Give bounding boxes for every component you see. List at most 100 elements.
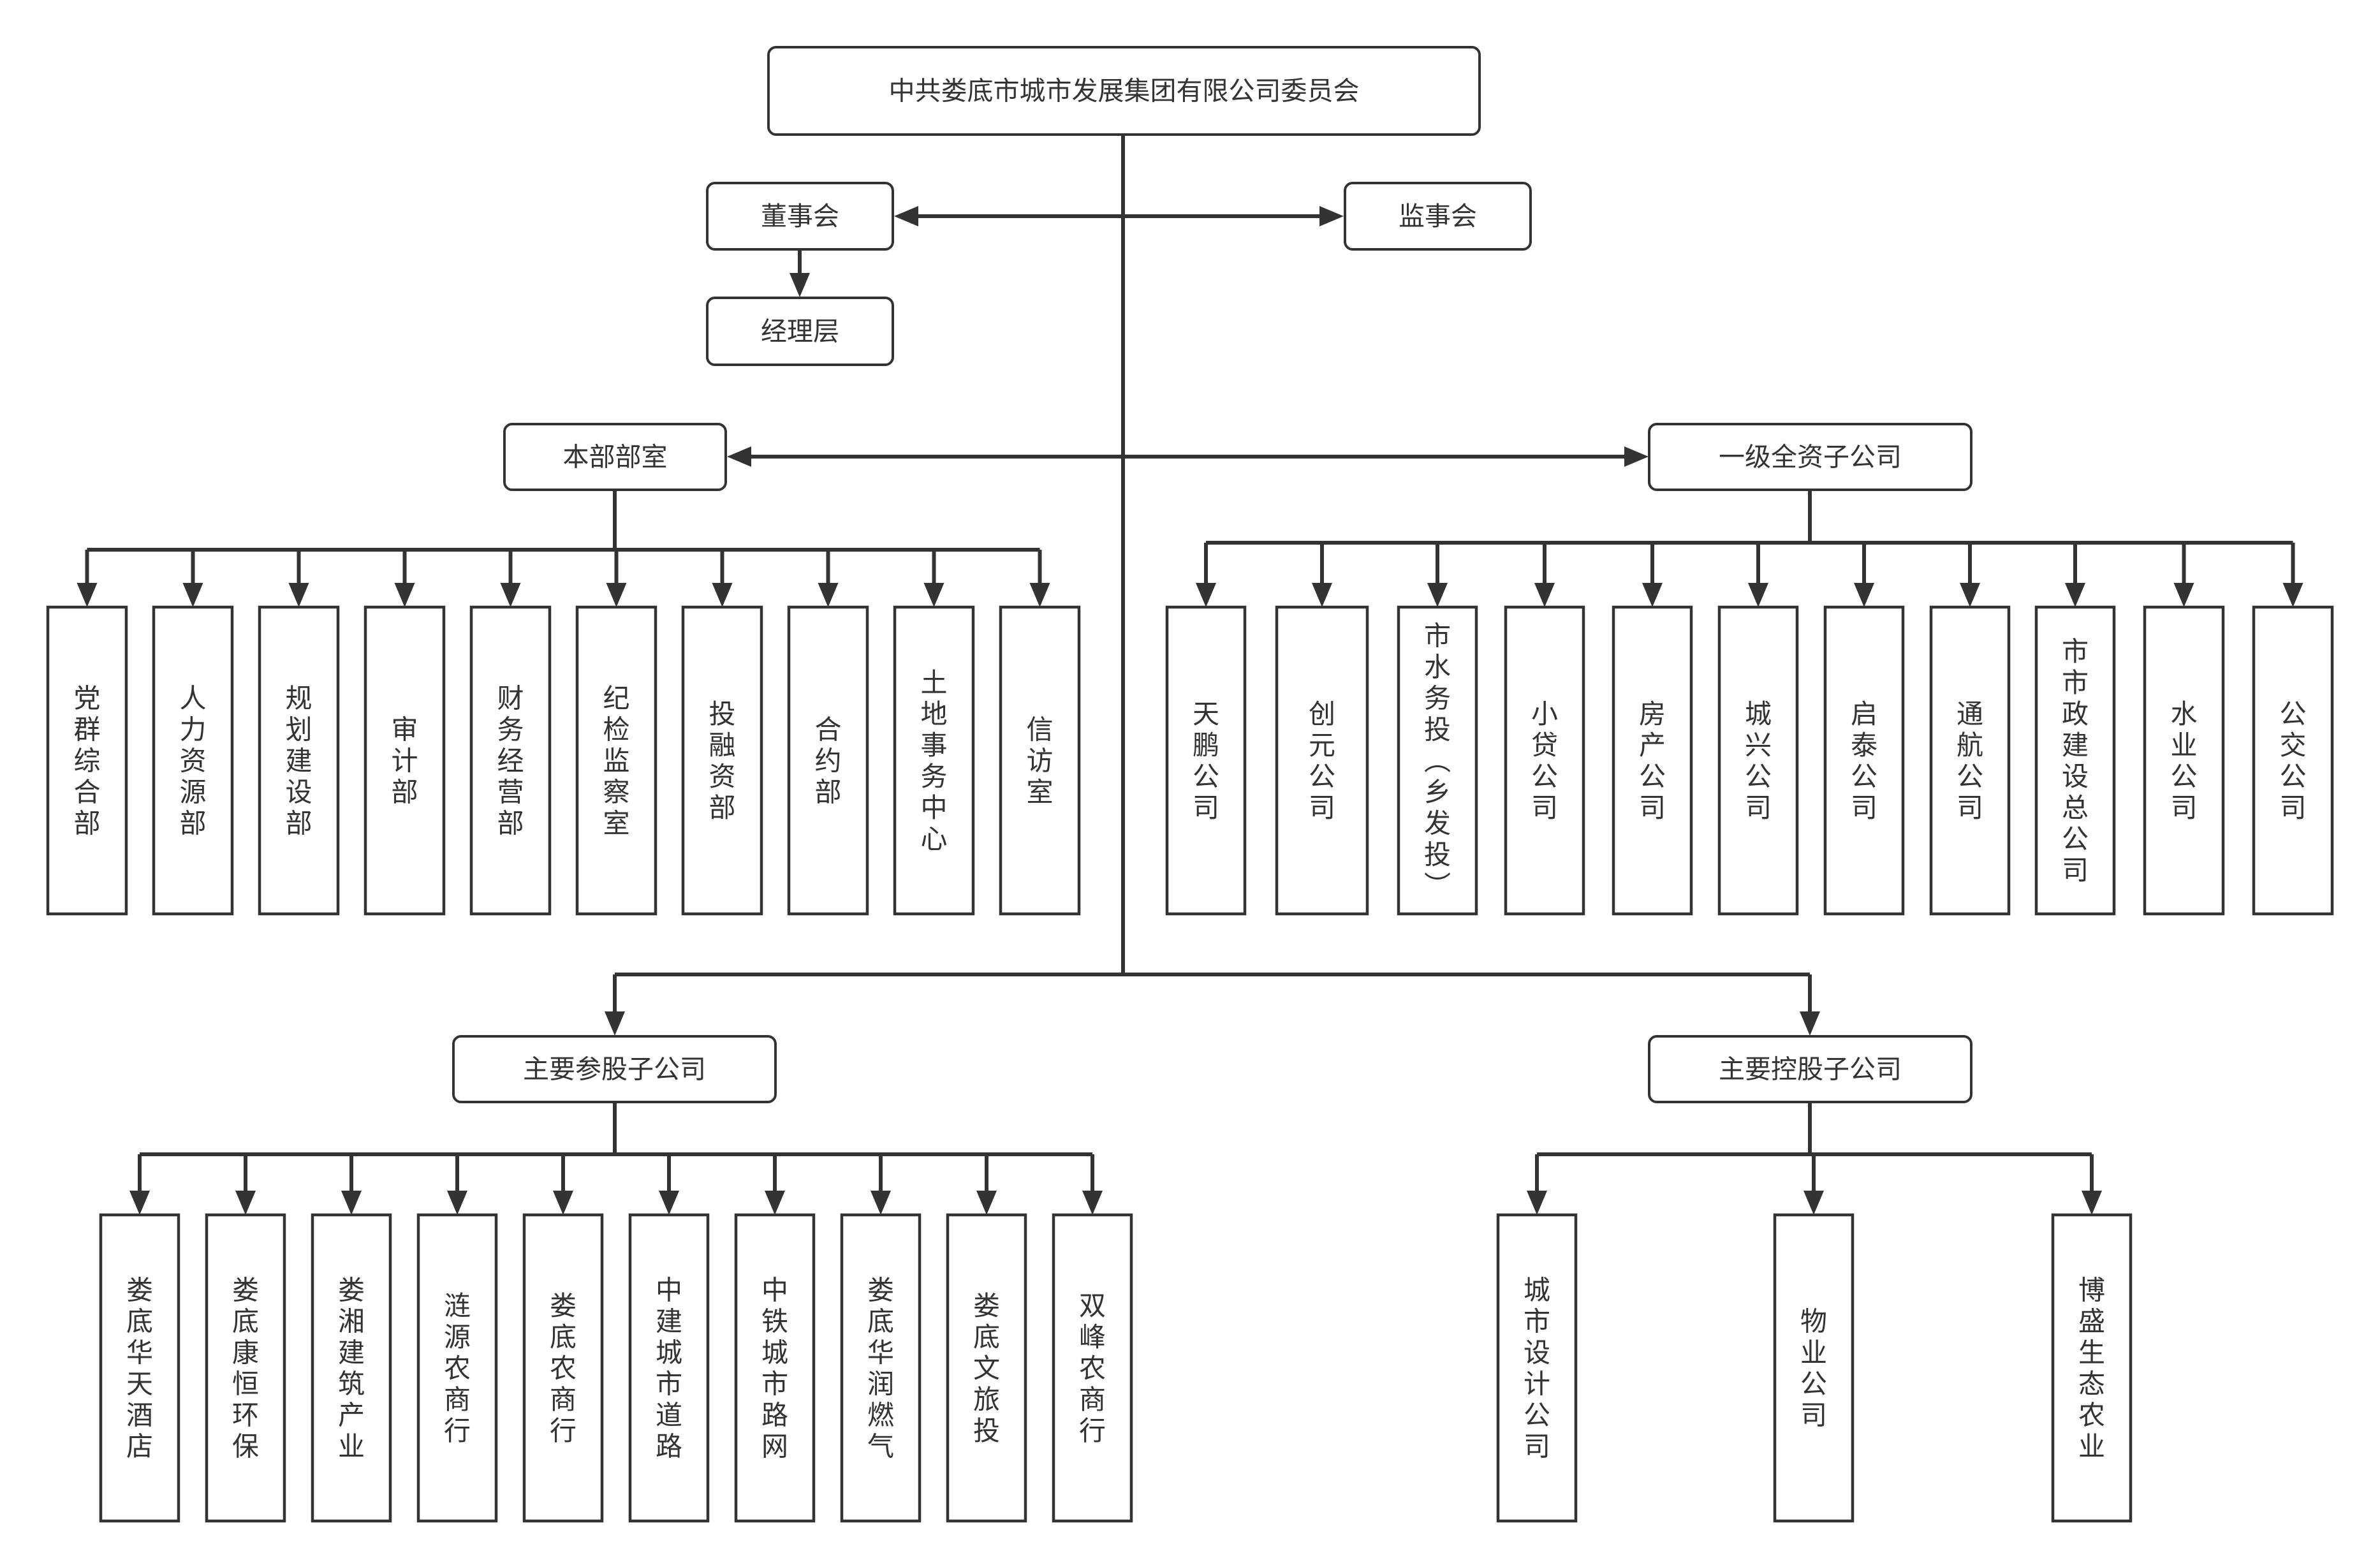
- label-char: 中: [656, 1274, 682, 1305]
- supervisory-board-node[interactable]: 监事会: [1344, 182, 1532, 251]
- department-7-box: [681, 605, 763, 916]
- label-char: 元: [1309, 730, 1335, 761]
- label-char: 娄: [232, 1274, 259, 1305]
- equity-company-8-label: 娄底华润燃气: [867, 1274, 894, 1462]
- wholly-owned-company-5-box: [1612, 605, 1693, 916]
- controlled-company-1-label: 城市设计公司: [1524, 1274, 1550, 1462]
- department-1[interactable]: 党群综合部: [46, 605, 128, 916]
- equity-company-3[interactable]: 娄湘建筑产业: [311, 1213, 392, 1523]
- equity-participation-node-box: [452, 1035, 777, 1103]
- management-node[interactable]: 经理层: [706, 297, 894, 366]
- arrowhead-down-icon: [765, 1191, 785, 1215]
- label-char: 启: [1851, 698, 1877, 730]
- wholly-owned-company-10[interactable]: 水业公司: [2143, 605, 2225, 916]
- label-char: 市: [2062, 667, 2089, 698]
- label-char: 党: [73, 682, 100, 714]
- arrowhead-down-icon: [2065, 583, 2085, 607]
- department-2[interactable]: 人力资源部: [152, 605, 234, 916]
- label-char: 司: [1309, 792, 1335, 823]
- label-char: 盛: [2078, 1305, 2105, 1337]
- root-node[interactable]: 中共娄底市城市发展集团有限公司委员会: [767, 46, 1481, 136]
- label-char: 发: [1424, 807, 1451, 839]
- department-4-box: [364, 605, 446, 916]
- department-8-label: 合约部: [814, 714, 841, 807]
- wholly-owned-company-2[interactable]: 创元公司: [1275, 605, 1369, 916]
- wholly-owned-company-11[interactable]: 公交公司: [2252, 605, 2334, 916]
- wholly-owned-company-9-label: 市市政建设总公司: [2062, 636, 2089, 886]
- equity-company-5[interactable]: 娄底农商行: [522, 1213, 604, 1523]
- equity-company-6[interactable]: 中建城市道路: [628, 1213, 710, 1523]
- department-8[interactable]: 合约部: [787, 605, 869, 916]
- department-5[interactable]: 财务经营部: [469, 605, 552, 916]
- label-char: 务: [920, 761, 947, 792]
- label-char: 湘: [338, 1305, 365, 1337]
- label-char: 交: [2279, 730, 2306, 761]
- equity-company-10[interactable]: 双峰农商行: [1052, 1213, 1133, 1523]
- label-char: 商: [550, 1384, 577, 1415]
- department-10-label: 信访室: [1026, 714, 1053, 807]
- controlled-node[interactable]: 主要控股子公司: [1648, 1035, 1972, 1103]
- arrowhead-down-icon: [77, 583, 98, 607]
- department-1-box: [46, 605, 128, 916]
- department-7[interactable]: 投融资部: [681, 605, 763, 916]
- label-char: ︵: [1424, 745, 1451, 776]
- headquarters-node[interactable]: 本部部室: [503, 423, 727, 491]
- board-node[interactable]: 董事会: [706, 182, 894, 251]
- label-char: 源: [444, 1321, 471, 1353]
- label-char: 娄: [550, 1290, 577, 1321]
- label-char: 公: [2170, 761, 2197, 792]
- department-5-box: [469, 605, 552, 916]
- wholly-owned-company-6[interactable]: 城兴公司: [1717, 605, 1799, 916]
- equity-company-7[interactable]: 中铁城市路网: [734, 1213, 816, 1523]
- label-char: 恒: [232, 1368, 259, 1399]
- equity-company-10-box: [1052, 1213, 1133, 1523]
- wholly-owned-company-8[interactable]: 通航公司: [1929, 605, 2011, 916]
- arrowhead-down-icon: [129, 1191, 150, 1215]
- department-2-label: 人力资源部: [179, 682, 206, 839]
- label-char: 市: [761, 1368, 788, 1399]
- label-char: 资: [709, 761, 735, 792]
- label-char: 设: [2062, 761, 2089, 792]
- equity-company-2[interactable]: 娄底康恒环保: [205, 1213, 286, 1523]
- wholly-owned-company-4[interactable]: 小贷公司: [1504, 605, 1585, 916]
- label-char: 投: [973, 1415, 1000, 1446]
- wholly-owned-company-3[interactable]: 市水务投︵乡发投︶: [1397, 605, 1478, 916]
- label-char: 中: [761, 1274, 788, 1305]
- wholly-owned-node[interactable]: 一级全资子公司: [1648, 423, 1972, 491]
- label-char: 润: [867, 1368, 894, 1399]
- equity-company-2-box: [205, 1213, 286, 1523]
- department-9[interactable]: 土地事务中心: [893, 605, 975, 916]
- equity-company-1[interactable]: 娄底华天酒店: [99, 1213, 180, 1523]
- wholly-owned-company-7[interactable]: 启泰公司: [1823, 605, 1905, 916]
- label-char: 司: [1745, 792, 1772, 823]
- equity-company-8-box: [840, 1213, 922, 1523]
- equity-company-8[interactable]: 娄底华润燃气: [840, 1213, 922, 1523]
- arrowhead-down-icon: [1527, 1191, 1547, 1215]
- label-char: 司: [1800, 1399, 1827, 1430]
- label-char: 设: [285, 776, 312, 807]
- label-char: 公: [1957, 761, 1983, 792]
- equity-company-4[interactable]: 涟源农商行: [416, 1213, 498, 1523]
- wholly-owned-company-5[interactable]: 房产公司: [1612, 605, 1693, 916]
- wholly-owned-company-1[interactable]: 天鹏公司: [1165, 605, 1247, 916]
- label-char: 建: [285, 745, 312, 776]
- department-10[interactable]: 信访室: [999, 605, 1081, 916]
- wholly-owned-company-9-box: [2034, 605, 2116, 916]
- arrowhead-down-icon: [659, 1191, 679, 1215]
- label-char: 商: [1079, 1384, 1106, 1415]
- wholly-owned-company-9[interactable]: 市市政建设总公司: [2034, 605, 2116, 916]
- controlled-company-1[interactable]: 城市设计公司: [1496, 1213, 1578, 1523]
- department-6[interactable]: 纪检监察室: [575, 605, 657, 916]
- controlled-company-3[interactable]: 博盛生态农业: [2051, 1213, 2133, 1523]
- equity-participation-node[interactable]: 主要参股子公司: [452, 1035, 777, 1103]
- department-3[interactable]: 规划建设部: [258, 605, 340, 916]
- controlled-company-2[interactable]: 物业公司: [1773, 1213, 1855, 1523]
- department-4[interactable]: 审计部: [364, 605, 446, 916]
- wholly-owned-company-11-label: 公交公司: [2279, 698, 2306, 823]
- label-char: 创: [1309, 698, 1335, 730]
- equity-company-9[interactable]: 娄底文旅投: [946, 1213, 1027, 1523]
- label-char: 建: [2062, 730, 2089, 761]
- label-char: 公: [1309, 761, 1335, 792]
- supervisory-board-node-box: [1344, 182, 1532, 251]
- label-char: 博: [2078, 1274, 2105, 1305]
